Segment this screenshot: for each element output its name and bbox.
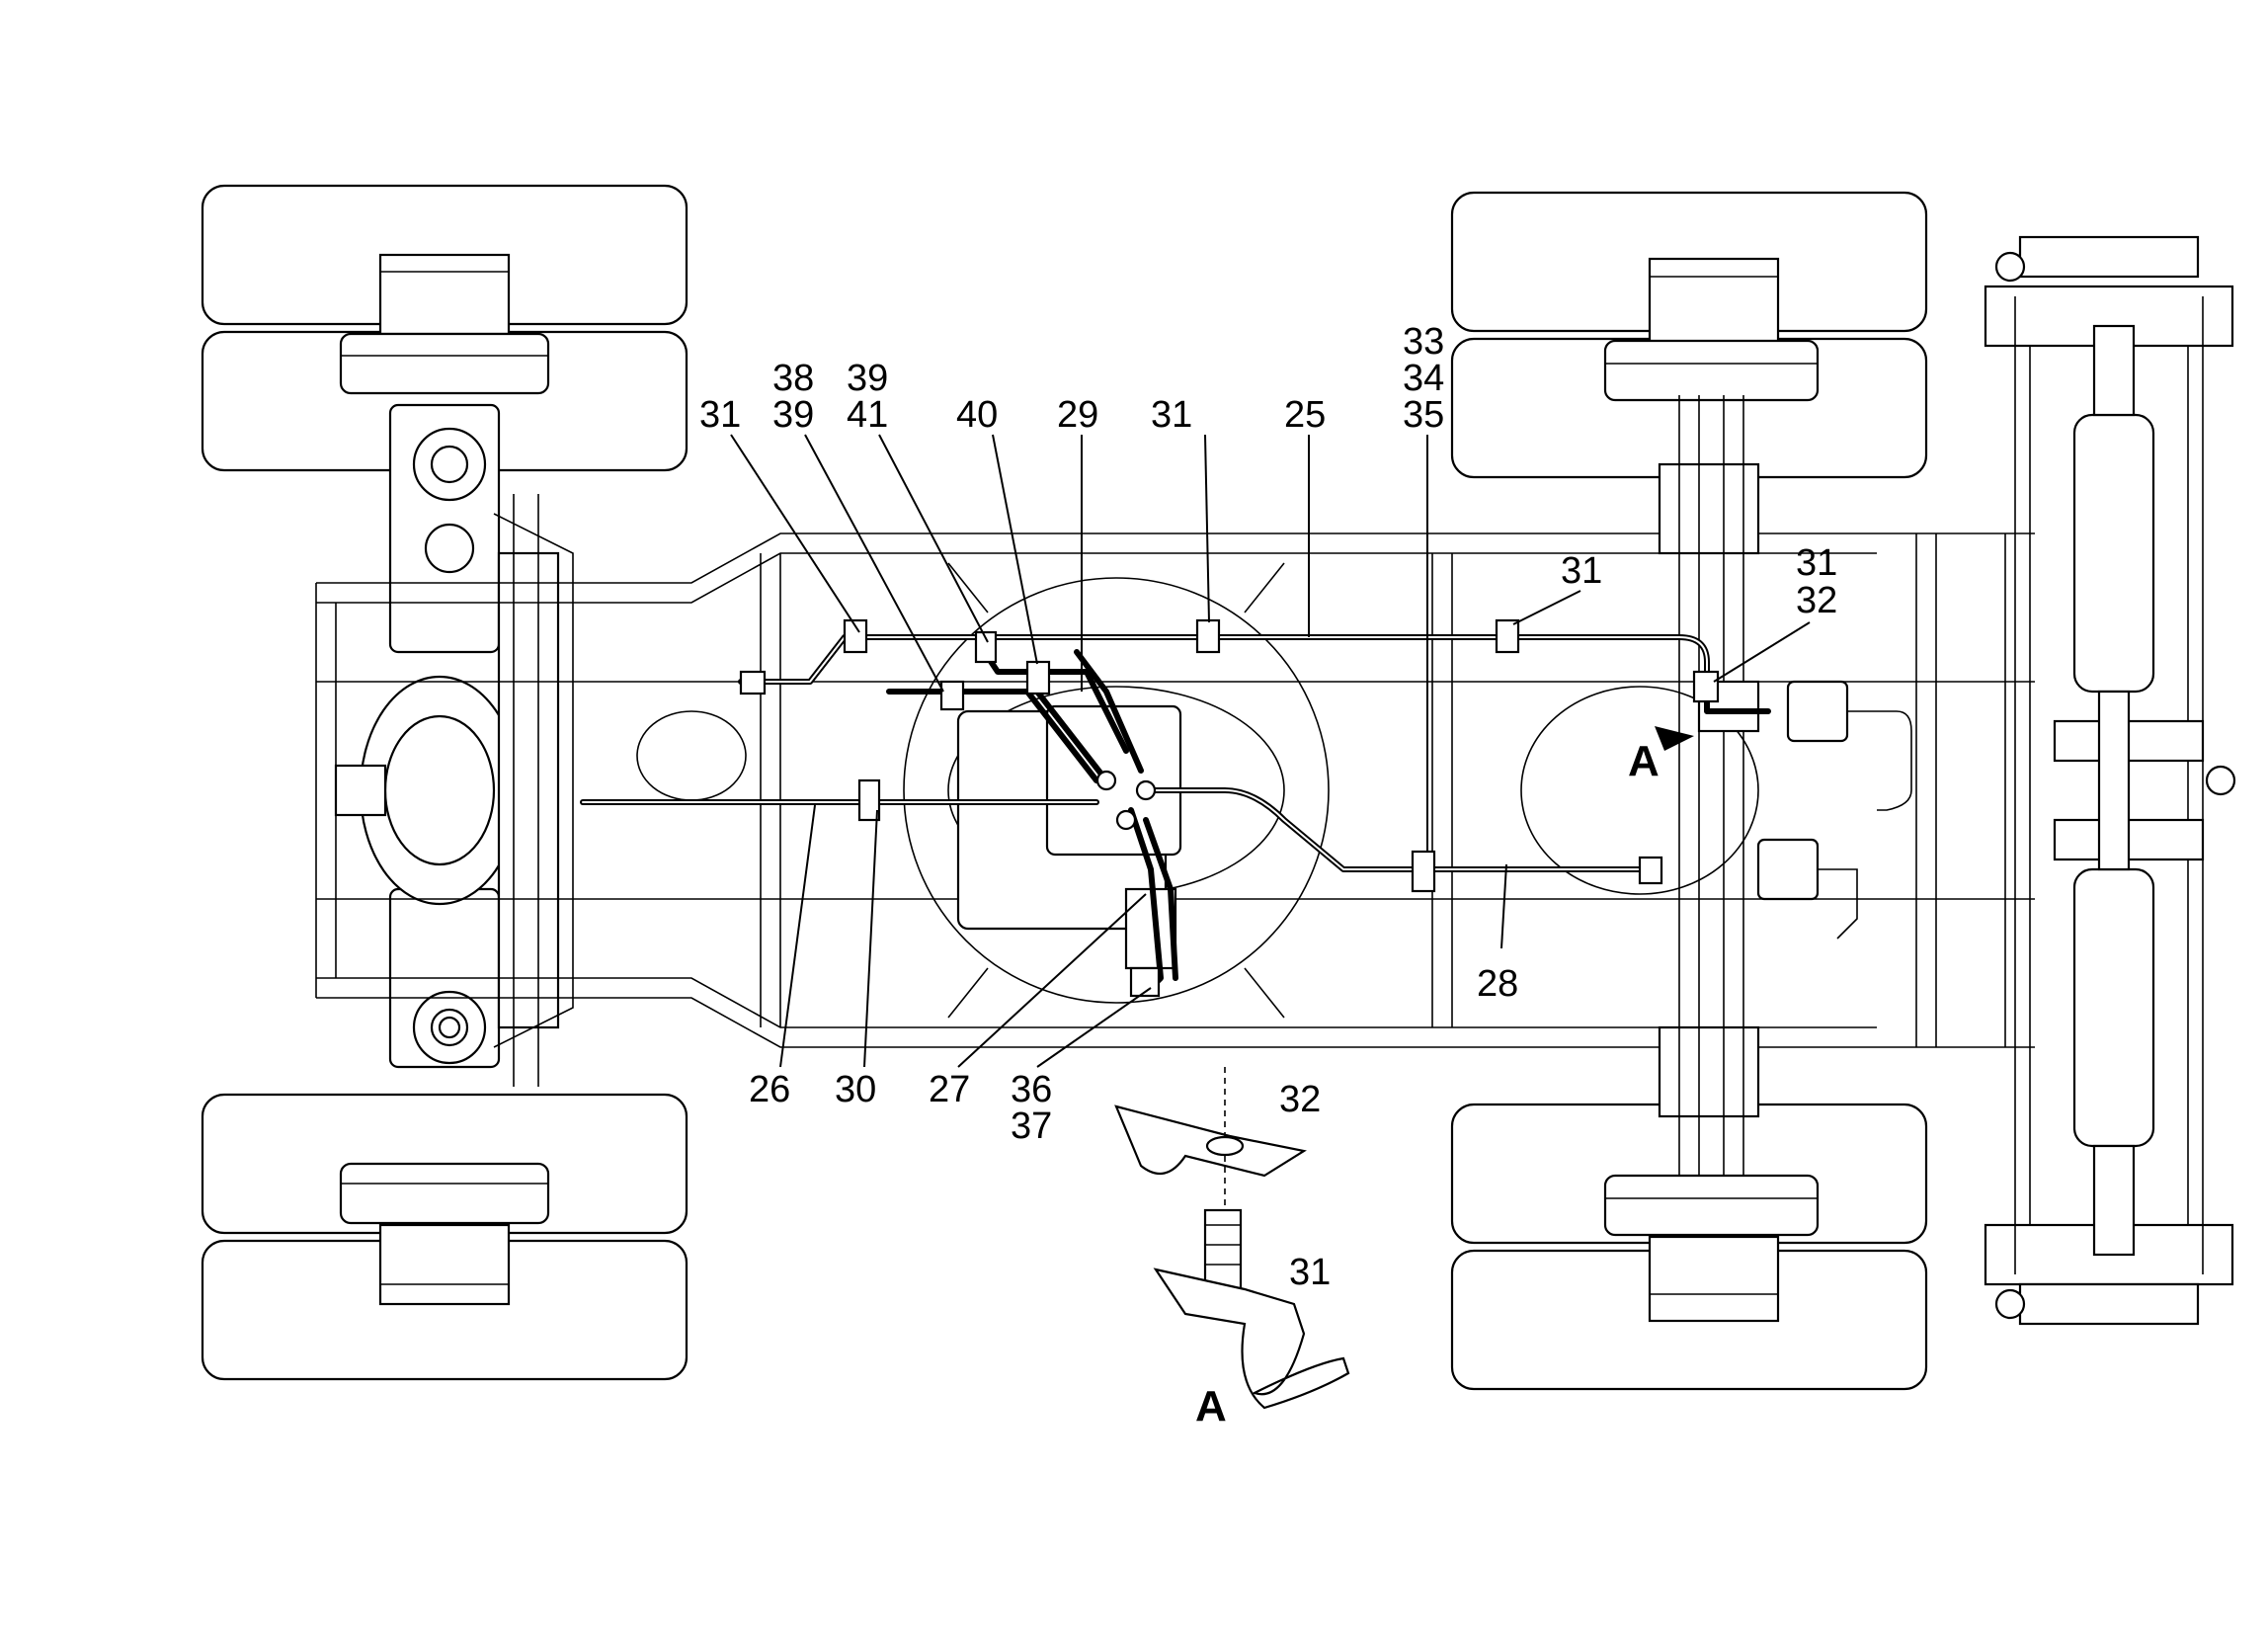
front-left-wheel-pair: [201, 184, 688, 472]
label-39-b: 39: [847, 358, 888, 399]
label-28: 28: [1477, 963, 1518, 1005]
label-41: 41: [847, 394, 888, 436]
view-a-label-detail: A: [1195, 1382, 1227, 1431]
label-30: 30: [835, 1069, 876, 1110]
label-29: 29: [1057, 394, 1098, 436]
label-33: 33: [1403, 321, 1444, 363]
label-31-c: 31: [1561, 550, 1602, 592]
label-25: 25: [1284, 394, 1326, 436]
label-39-a: 39: [772, 394, 814, 436]
chassis-frame: [315, 532, 2035, 1048]
label-32-b: 32: [1279, 1079, 1321, 1120]
label-40: 40: [956, 394, 998, 436]
label-26: 26: [749, 1069, 790, 1110]
part-labels: 31 38 39 39 41 40 29 31 25 33 34 35 31 3…: [699, 321, 1837, 1431]
label-31-a: 31: [699, 394, 741, 436]
pipe-clamps: [739, 618, 1720, 998]
rear-left-wheel-pair: [1450, 191, 1928, 479]
label-31-b: 31: [1151, 394, 1192, 436]
rear-axle-assembly: [1658, 395, 1849, 1176]
view-a-label-arrow: A: [1628, 737, 1660, 785]
rear-drawbar-assembly: [1984, 235, 2236, 1326]
rear-right-wheel-pair: [1450, 1103, 1928, 1391]
front-right-wheel-pair: [201, 1093, 688, 1381]
label-35: 35: [1403, 394, 1444, 436]
front-axle-assembly: [334, 403, 574, 1087]
label-31-e: 31: [1289, 1252, 1331, 1293]
detail-a-clips: [1114, 1067, 1350, 1410]
section-arrow-a: [1655, 726, 1694, 751]
label-36: 36: [1011, 1069, 1052, 1110]
label-37: 37: [1011, 1105, 1052, 1147]
label-34: 34: [1403, 358, 1444, 399]
label-31-d: 31: [1796, 542, 1837, 584]
label-27: 27: [929, 1069, 970, 1110]
turntable: [903, 562, 1330, 1019]
label-38: 38: [772, 358, 814, 399]
leader-lines: [730, 434, 1811, 1068]
label-32-a: 32: [1796, 580, 1837, 621]
